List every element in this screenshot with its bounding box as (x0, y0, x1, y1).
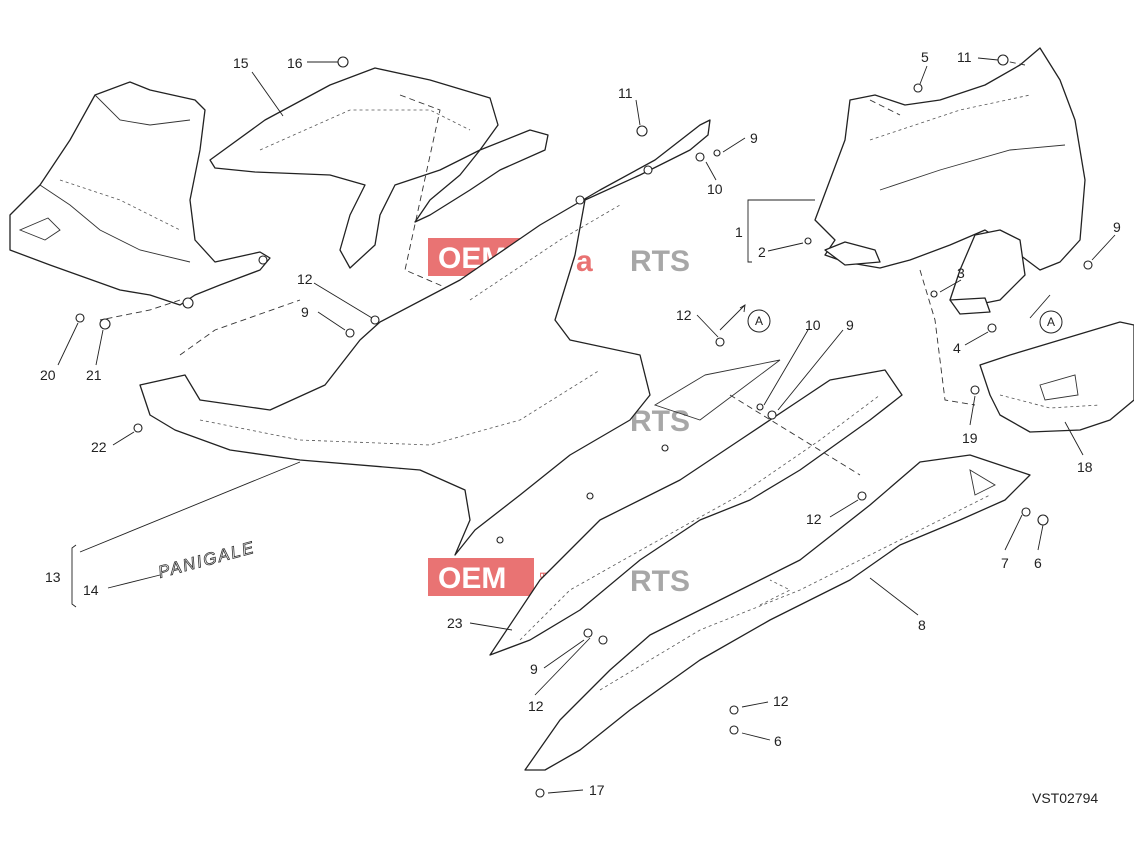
callout-6-right: 6 (1034, 555, 1042, 571)
callout-13: 13 (45, 569, 61, 585)
callout-12-mid: 12 (676, 307, 692, 323)
fasteners (75, 54, 1093, 798)
part-bracket-frame (9, 81, 271, 309)
callout-21: 21 (86, 367, 102, 383)
callout-11-right: 11 (957, 49, 972, 65)
callout-17: 17 (589, 782, 605, 798)
callout-14: 14 (83, 582, 99, 598)
watermark-oem-3: OEM (438, 562, 506, 595)
callout-6-lower: 6 (774, 733, 782, 749)
reference-markers: A A (719, 294, 1063, 334)
part-15-upper-panel (209, 67, 549, 299)
assembly-lines (99, 59, 1026, 476)
callout-2: 2 (758, 244, 766, 260)
part-18-duct (979, 321, 1134, 433)
callout-22: 22 (91, 439, 107, 455)
callout-10-mid: 10 (805, 317, 821, 333)
part-3-small-bracket (949, 297, 991, 315)
callout-12-lower: 12 (773, 693, 789, 709)
diagram-code: VST02794 (1032, 790, 1098, 806)
part-8-belly-pan (524, 454, 1031, 771)
panigale-decal: PANIGALE (156, 538, 257, 582)
callout-18: 18 (1077, 459, 1093, 475)
callout-11-top: 11 (618, 85, 633, 101)
callout-9-mid: 9 (846, 317, 854, 333)
leader-lines (57, 57, 1116, 794)
watermark-rts: RTS (630, 245, 690, 278)
callout-9-left: 9 (301, 304, 309, 320)
callout-19: 19 (962, 430, 978, 446)
callout-8: 8 (918, 617, 926, 633)
callout-9-top: 9 (750, 130, 758, 146)
callout-12-bottom: 12 (528, 698, 544, 714)
callout-labels: 15 16 11 9 10 5 11 1 2 3 4 9 19 18 6 7 8… (40, 49, 1121, 798)
callout-10-top: 10 (707, 181, 723, 197)
watermark-rts-2: RTS (630, 405, 690, 438)
reference-a-marker-2 (1039, 310, 1063, 334)
reference-a-marker-1 (747, 309, 771, 333)
callout-5: 5 (921, 49, 929, 65)
reference-a-label-1: A (755, 314, 763, 328)
callout-12-left: 12 (297, 271, 313, 287)
callout-16: 16 (287, 55, 303, 71)
watermark-rts-3: RTS (630, 565, 690, 598)
callout-12-right: 12 (806, 511, 822, 527)
callout-7: 7 (1001, 555, 1009, 571)
callout-1: 1 (735, 224, 743, 240)
watermark-row-3: OEM BIKE Pa RTS (428, 558, 690, 598)
callout-23: 23 (447, 615, 463, 631)
callout-20: 20 (40, 367, 56, 383)
callout-9-right: 9 (1113, 219, 1121, 235)
callout-15: 15 (233, 55, 249, 71)
callout-9-bottom: 9 (530, 661, 538, 677)
callout-4: 4 (953, 340, 961, 356)
callout-3: 3 (957, 265, 965, 281)
part-23-lower-trim (489, 359, 903, 656)
reference-a-label-2: A (1047, 315, 1055, 329)
part-1-front-fairing (814, 47, 1086, 306)
